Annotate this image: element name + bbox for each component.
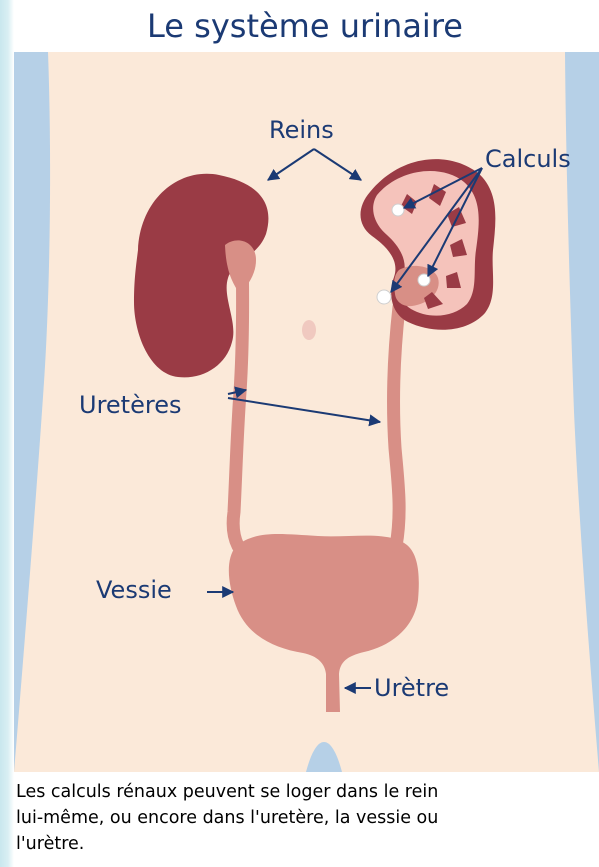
- navel: [302, 320, 316, 340]
- arrow-reins-left: [268, 149, 314, 180]
- arrow-ureteres-right: [228, 398, 380, 422]
- label-reins: Reins: [269, 116, 334, 144]
- left-side-background: [14, 52, 50, 772]
- caption: Les calculs rénaux peuvent se loger dans…: [16, 779, 599, 857]
- right-ureter: [394, 307, 400, 546]
- left-renal-pelvis: [225, 240, 256, 294]
- caption-line-1: Les calculs rénaux peuvent se loger dans…: [16, 779, 599, 805]
- caption-line-3: l'urètre.: [16, 831, 599, 857]
- label-uretre: Urètre: [374, 674, 449, 702]
- label-ureteres: Uretères: [79, 391, 181, 419]
- label-vessie: Vessie: [96, 576, 172, 604]
- urinary-system-diagram: Reins Calculs Uretères Vessie Urètre: [14, 52, 599, 772]
- kidney-stone: [377, 290, 391, 304]
- caption-line-2: lui-même, ou encore dans l'uretère, la v…: [16, 805, 599, 831]
- kidney-stone: [392, 204, 404, 216]
- lower-gap-background: [306, 742, 342, 772]
- page-title: Le système urinaire: [0, 6, 599, 46]
- label-calculs: Calculs: [485, 145, 571, 173]
- left-ureter: [233, 250, 242, 546]
- arrow-reins-right: [314, 149, 361, 180]
- diagram-panel: Reins Calculs Uretères Vessie Urètre: [14, 52, 599, 772]
